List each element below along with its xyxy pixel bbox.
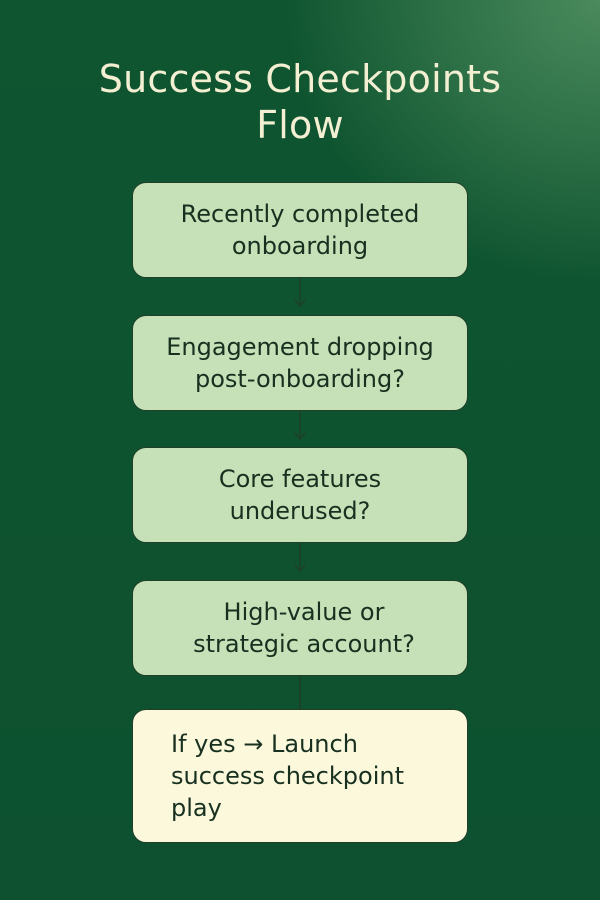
connector-arrow-2 bbox=[294, 411, 306, 441]
flow-step-high-value-account: High-value or strategic account? bbox=[132, 580, 468, 676]
flow-outcome-line-1: If yes → Launch bbox=[171, 730, 358, 758]
diagram-title-line-2: Flow bbox=[256, 103, 344, 147]
flow-step-line-1: Engagement dropping bbox=[166, 333, 434, 361]
flow-step-line-2: post-onboarding? bbox=[195, 365, 405, 393]
flow-outcome-text: If yes → Launch success checkpoint play bbox=[133, 728, 404, 824]
connector-arrow-1 bbox=[294, 278, 306, 308]
flow-step-text: High-value or strategic account? bbox=[185, 596, 415, 660]
flow-step-core-features-underused: Core features underused? bbox=[132, 447, 468, 543]
flow-step-line-2: onboarding bbox=[231, 232, 369, 260]
flow-step-line-1: Recently completed bbox=[180, 200, 420, 228]
flow-step-line-2: strategic account? bbox=[193, 630, 415, 658]
diagram-title: Success Checkpoints Flow bbox=[0, 56, 600, 148]
flow-outcome-line-3: play bbox=[171, 794, 222, 822]
diagram-title-line-1: Success Checkpoints bbox=[98, 57, 502, 101]
flow-step-recently-completed-onboarding: Recently completed onboarding bbox=[132, 182, 468, 278]
flow-outcome-launch-play: If yes → Launch success checkpoint play bbox=[132, 709, 468, 843]
flow-step-text: Recently completed onboarding bbox=[181, 198, 420, 262]
flow-step-text: Core features underused? bbox=[219, 463, 381, 527]
flow-step-engagement-dropping: Engagement dropping post-onboarding? bbox=[132, 315, 468, 411]
flow-step-line-1: High-value or bbox=[223, 598, 385, 626]
flow-step-line-2: underused? bbox=[229, 497, 371, 525]
flow-step-text: Engagement dropping post-onboarding? bbox=[166, 331, 434, 395]
connector-arrow-3 bbox=[294, 543, 306, 573]
flow-step-line-1: Core features bbox=[218, 465, 382, 493]
flow-outcome-line-2: success checkpoint bbox=[171, 762, 404, 790]
